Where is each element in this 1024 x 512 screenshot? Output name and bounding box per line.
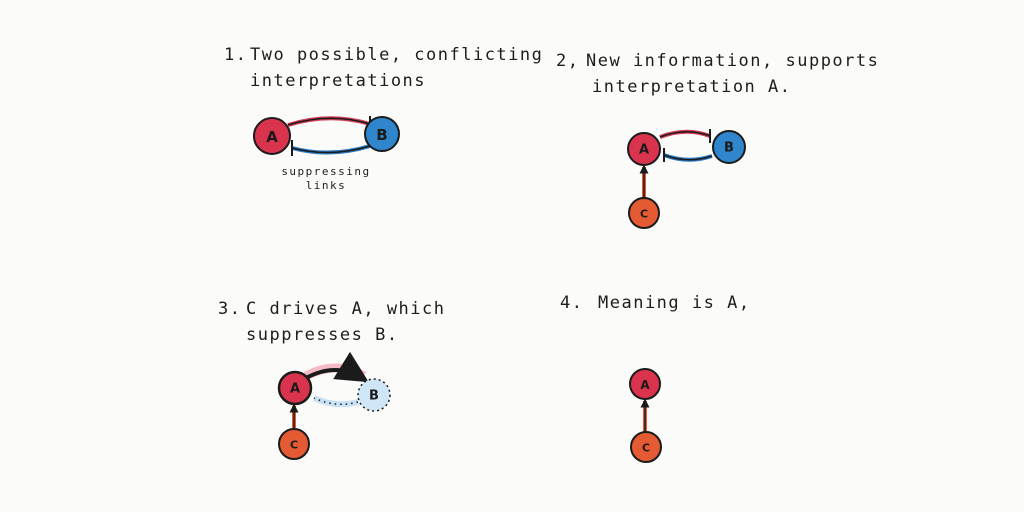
- panel-1-caption-line-1: Two possible, conflicting: [250, 45, 544, 65]
- panel-2-node-c: [628, 197, 660, 229]
- panel-1-node-b: [364, 116, 400, 152]
- panel-3-node-c-label: C: [290, 439, 298, 452]
- panel-3-strong-suppress-link-a-to-b: [305, 351, 369, 383]
- panel-2-caption-line-2: interpretation A.: [592, 77, 792, 97]
- panel-1-node-a-label: A: [266, 128, 278, 146]
- panel-4-diagram: A C: [629, 368, 662, 463]
- panel-3-caption-line-2: suppresses B.: [246, 325, 399, 345]
- panel-2-node-b: [712, 130, 746, 164]
- panel-2-node-c-label: C: [640, 208, 648, 221]
- panel-3-node-a: [277, 370, 313, 406]
- panel-1-node-a: [253, 117, 291, 155]
- panel-2-node-a-label: A: [639, 143, 649, 158]
- panel-2-node-b-label: B: [724, 141, 734, 156]
- panel-3-node-b-suppressed: [357, 378, 391, 412]
- panel-4-number: 4.: [560, 293, 584, 313]
- panel-3-diagram: A B C: [277, 351, 391, 460]
- panel-1-number: 1.: [224, 45, 248, 65]
- panel-4-node-c-label: C: [642, 442, 650, 455]
- panel-4-node-c: [630, 431, 662, 463]
- panel-1-annotation-line-2: links: [306, 179, 347, 192]
- panel-1-diagram: A B suppressing links: [253, 116, 400, 192]
- panel-3-caption-line-1: C drives A, which: [246, 299, 446, 319]
- panel-3-node-a-label: A: [290, 382, 300, 397]
- panel-2-node-a: [627, 132, 661, 166]
- panel-3-node-b-label: B: [369, 389, 379, 404]
- panel-2-diagram: A B C: [627, 129, 746, 229]
- panel-2-caption-line-1: New information, supports: [586, 51, 880, 71]
- panel-4-node-a-label: A: [640, 378, 650, 392]
- panel-1-annotation-line-1: suppressing: [281, 165, 370, 178]
- panel-1-caption-line-2: interpretations: [250, 71, 427, 91]
- panel-3-weak-link-b-to-a: [313, 397, 359, 405]
- panel-1-node-b-label: B: [376, 126, 387, 144]
- panel-4-node-a: [629, 368, 661, 400]
- panel-4-caption-line-1: Meaning is A,: [598, 293, 751, 313]
- panel-3-node-c: [278, 428, 310, 460]
- panel-2-number: 2,: [556, 51, 580, 71]
- panel-3-number: 3.: [218, 299, 242, 319]
